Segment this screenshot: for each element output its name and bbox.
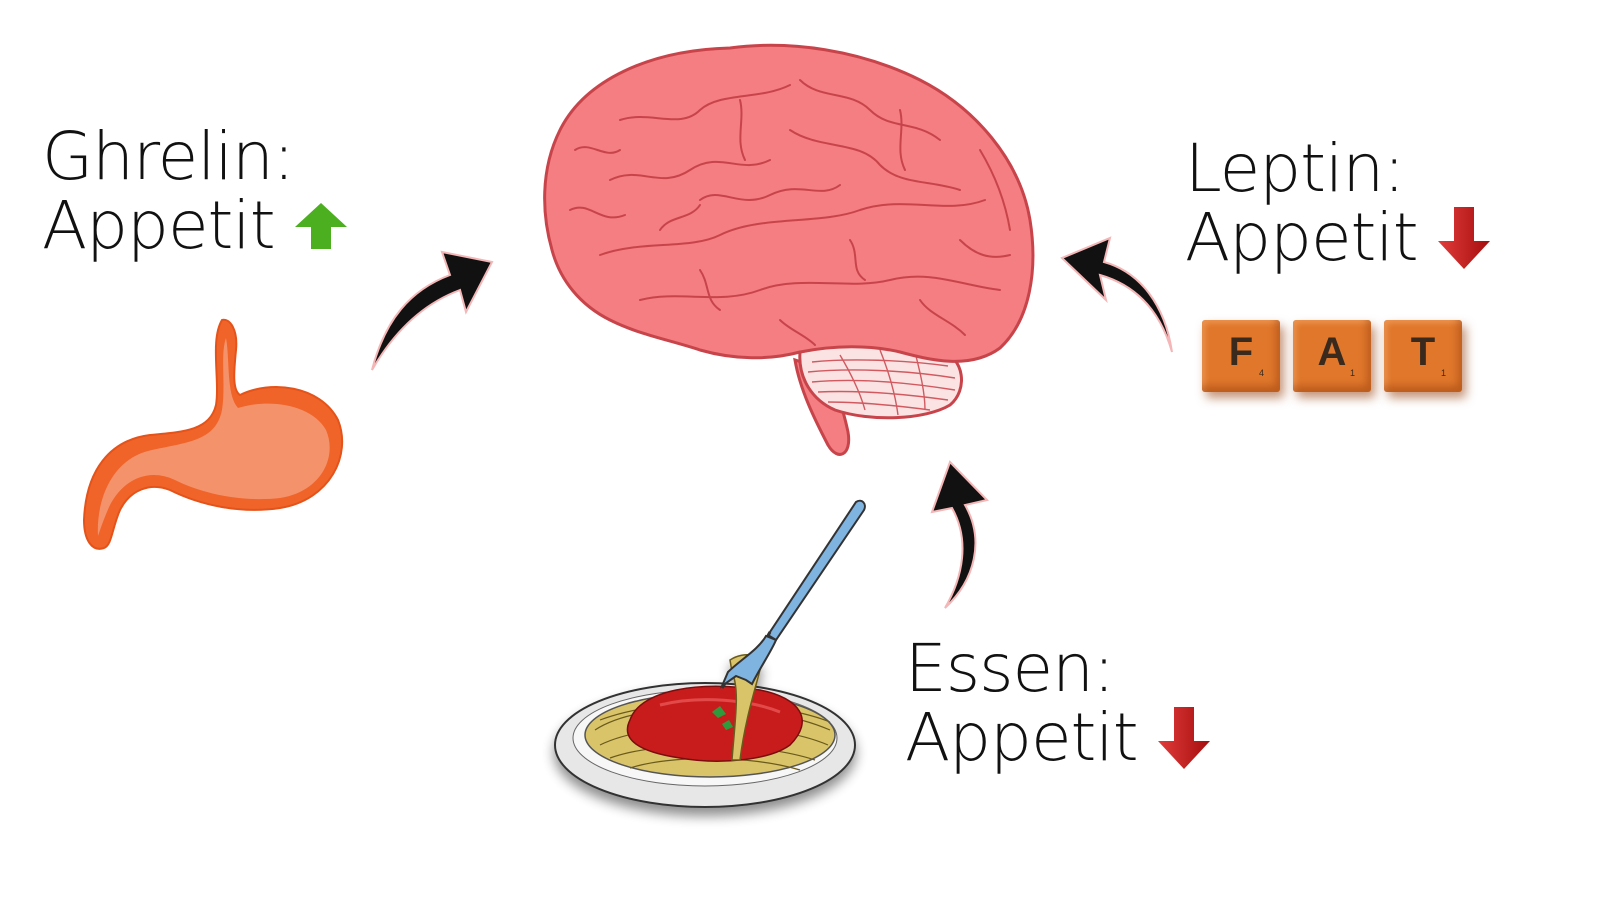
essen-label: Essen: Appetit — [905, 634, 1212, 773]
scrabble-tile: F 4 — [1202, 320, 1280, 392]
stomach-icon — [82, 318, 344, 550]
tile-letter: F — [1228, 330, 1254, 374]
leptin-hormone-text: Leptin: — [1185, 130, 1405, 207]
up-arrow-icon — [294, 202, 347, 249]
tile-points: 4 — [1258, 368, 1264, 378]
leptin-effect-text: Appetit — [1185, 199, 1419, 277]
spaghetti-plate-icon — [554, 654, 856, 808]
scrabble-tile: A 1 — [1293, 320, 1371, 392]
down-arrow-icon — [1157, 706, 1210, 769]
scrabble-tile: T 1 — [1384, 320, 1462, 392]
curved-arrow-icon — [1060, 236, 1173, 353]
leptin-label: Leptin: Appetit — [1185, 134, 1492, 273]
essen-hormone-text: Essen: — [905, 630, 1115, 707]
tile-points: 1 — [1349, 368, 1355, 378]
brain-icon — [543, 43, 1035, 456]
down-arrow-icon — [1437, 206, 1490, 269]
essen-effect-text: Appetit — [905, 699, 1139, 777]
tile-letter: T — [1410, 330, 1436, 374]
ghrelin-label: Ghrelin: Appetit — [42, 122, 349, 261]
curved-arrow-icon — [371, 250, 494, 371]
ghrelin-hormone-text: Ghrelin: — [42, 118, 295, 195]
tile-letter: A — [1317, 330, 1347, 374]
tile-points: 1 — [1440, 368, 1446, 378]
fork-icon — [719, 499, 866, 689]
ghrelin-effect-text: Appetit — [42, 187, 276, 265]
curved-arrow-icon — [930, 460, 989, 609]
